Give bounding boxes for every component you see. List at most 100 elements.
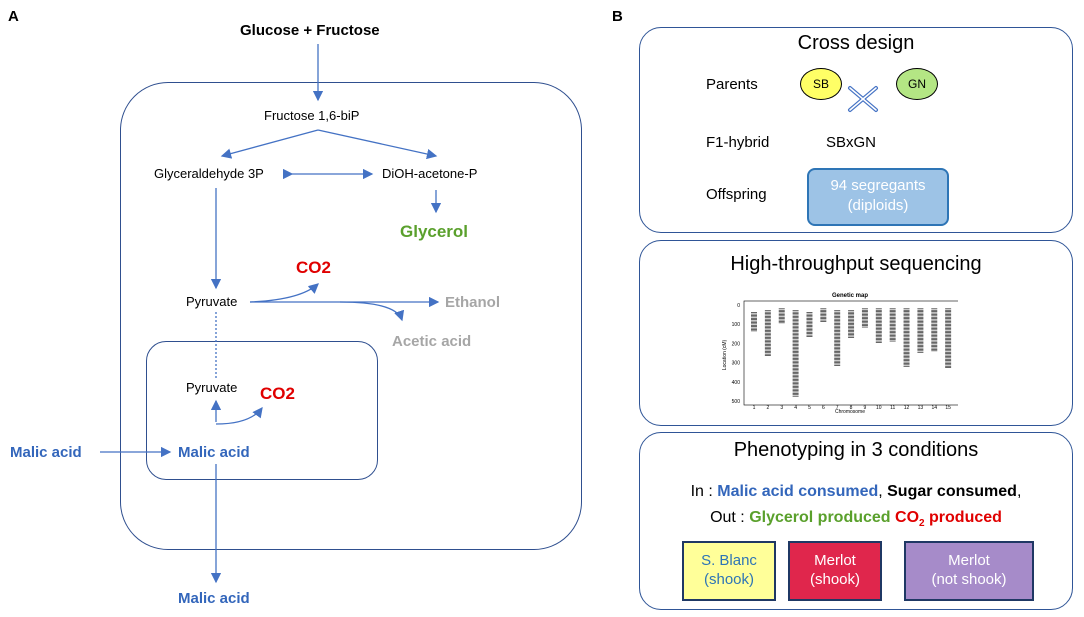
- parent-sb-label: SB: [812, 77, 829, 91]
- phenotyping-title: Phenotyping in 3 conditions: [733, 439, 979, 461]
- genetic-map-ytick: 500: [732, 399, 741, 405]
- co2-cytosol-label: CO2: [296, 258, 331, 277]
- glucose-fructose-label: Glucose + Fructose: [240, 22, 380, 39]
- genetic-map-ytick: 400: [732, 380, 741, 386]
- acetic-acid-label: Acetic acid: [392, 333, 472, 350]
- genetic-map-xtick: 2: [766, 405, 769, 411]
- parent-sb-yeast: SB: [800, 68, 842, 100]
- genetic-map-xtick: 15: [945, 405, 951, 411]
- arrow-pyruvate-to-co2: [249, 283, 319, 303]
- genetic-map-ylabel: Location (cM): [722, 340, 728, 371]
- pyruvate-cytosol-label: Pyruvate: [186, 294, 238, 309]
- out-glycerol-produced: Glycerol produced: [749, 509, 891, 526]
- condition-line2: (shook): [703, 571, 755, 588]
- arrow-mito-to-co2: [215, 406, 263, 425]
- chromosome-14: [931, 308, 938, 352]
- pyruvate-mito-label: Pyruvate: [186, 380, 238, 395]
- panel-a-letter: A: [8, 8, 19, 25]
- in-malic-consumed: Malic acid consumed: [717, 483, 879, 500]
- segregants-count: 94 segregants: [830, 177, 926, 194]
- condition-line2: (shook): [809, 571, 861, 588]
- segregants-ploidy: (diploids): [847, 197, 909, 214]
- fructose-biP-label: Fructose 1,6-biP: [264, 108, 360, 123]
- arrow-fbp-to-dhap: [317, 129, 438, 160]
- malic-acid-in-label: Malic acid: [10, 444, 82, 461]
- condition-line1: S. Blanc: [701, 552, 757, 569]
- sequencing-title: High-throughput sequencing: [730, 253, 982, 275]
- malic-acid-mito-label: Malic acid: [178, 444, 250, 461]
- parent-gn-label: GN: [908, 77, 926, 91]
- genetic-map-xtick: 3: [780, 405, 783, 411]
- sequencing-panel: High-throughput sequencing Genetic map L…: [639, 240, 1073, 426]
- genetic-map-xticks: 12345678910111213141516: [753, 405, 952, 411]
- offspring-label: Offspring: [706, 186, 767, 203]
- malic-acid-out-label: Malic acid: [178, 590, 250, 607]
- f1-hybrid-label: F1-hybrid: [706, 134, 770, 151]
- out-co2-produced: produced: [924, 509, 1002, 526]
- condition-merlot-shook: Merlot (shook): [788, 541, 882, 601]
- genetic-map-xtick: 14: [931, 405, 937, 411]
- genetic-map-xtick: 5: [808, 405, 811, 411]
- arrow-pyruvate-to-acetic: [339, 301, 405, 322]
- genetic-map-chromosomes: [751, 308, 952, 397]
- chromosome-6: [820, 308, 827, 322]
- genetic-map-title: Genetic map: [832, 293, 868, 299]
- chromosome-15: [945, 308, 952, 368]
- panel-b-letter: B: [612, 8, 623, 25]
- genetic-map-xtick: 1: [753, 405, 756, 411]
- chromosome-10: [875, 308, 882, 343]
- genetic-map: Genetic map Location (cM) Chromosome 010…: [722, 293, 958, 415]
- chromosome-11: [889, 308, 896, 342]
- parents-label: Parents: [706, 76, 758, 93]
- genetic-map-ytick: 200: [732, 341, 741, 347]
- phenotyping-panel: Phenotyping in 3 conditions In : Malic a…: [639, 432, 1073, 610]
- out-prefix: Out :: [710, 509, 750, 526]
- cell-membrane: [120, 82, 582, 550]
- co2-mito-label: CO2: [260, 384, 295, 403]
- genetic-map-xtick: 11: [890, 405, 895, 411]
- in-sugar-consumed: Sugar consumed: [887, 483, 1017, 500]
- mitochondrion: [146, 341, 378, 480]
- condition-merlot-not-shook: Merlot (not shook): [904, 541, 1034, 601]
- condition-sblanc-shook: S. Blanc (shook): [682, 541, 776, 601]
- condition-line1: Merlot: [948, 552, 990, 569]
- cross-icon: [848, 86, 878, 112]
- in-separator: ,: [878, 483, 888, 500]
- genetic-map-xtick: 10: [876, 405, 882, 411]
- condition-line2: (not shook): [931, 571, 1007, 588]
- phenotyping-out-line: Out : Glycerol produced CO2 produced: [640, 509, 1072, 529]
- chromosome-8: [848, 310, 855, 338]
- genetic-map-ytick: 0: [737, 303, 740, 309]
- pathway-arrows: [100, 44, 442, 584]
- genetic-map-xtick: 9: [864, 405, 867, 411]
- genetic-map-xtick: 13: [918, 405, 924, 411]
- arrow-fbp-to-g3p: [220, 129, 319, 159]
- chromosome-7: [834, 310, 841, 366]
- genetic-map-xtick: 8: [850, 405, 853, 411]
- dioh-acetone-label: DiOH-acetone-P: [382, 166, 478, 181]
- genetic-map-xtick: 6: [822, 405, 825, 411]
- in-end: ,: [1016, 483, 1022, 500]
- condition-line1: Merlot: [814, 552, 856, 569]
- segregants-box: 94 segregants (diploids): [807, 168, 949, 226]
- phenotyping-in-line: In : Malic acid consumed, Sugar consumed…: [640, 483, 1072, 501]
- genetic-map-xtick: 7: [836, 405, 839, 411]
- genetic-map-ytick: 300: [732, 361, 741, 367]
- chromosome-5: [806, 312, 813, 337]
- genetic-map-xtick: 4: [794, 405, 797, 411]
- in-prefix: In :: [690, 483, 718, 500]
- chromosome-1: [751, 312, 757, 332]
- cross-design-panel: Cross design Parents SB GN F1-hybrid SBx…: [639, 27, 1073, 233]
- chromosome-13: [917, 308, 924, 353]
- f1-hybrid-value: SBxGN: [826, 134, 877, 151]
- ethanol-label: Ethanol: [445, 294, 500, 311]
- genetic-map-frame: [743, 300, 958, 406]
- glycerol-label: Glycerol: [400, 222, 469, 241]
- chromosome-4: [792, 310, 799, 397]
- cross-design-title: Cross design: [797, 32, 915, 54]
- genetic-map-ytick: 100: [732, 322, 741, 328]
- genetic-map-xtick: 12: [904, 405, 910, 411]
- parent-gn-yeast: GN: [896, 68, 938, 100]
- out-co2: CO: [895, 509, 920, 526]
- chromosome-3: [778, 308, 785, 324]
